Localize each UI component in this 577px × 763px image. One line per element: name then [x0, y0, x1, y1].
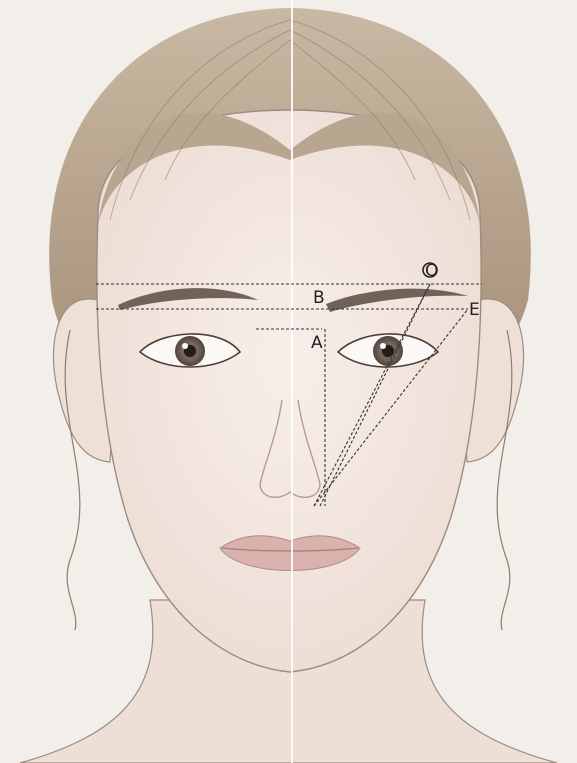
label-o: O: [425, 261, 438, 281]
label-b: B: [313, 288, 325, 308]
label-e: E: [469, 300, 480, 320]
label-a: A: [311, 333, 323, 353]
